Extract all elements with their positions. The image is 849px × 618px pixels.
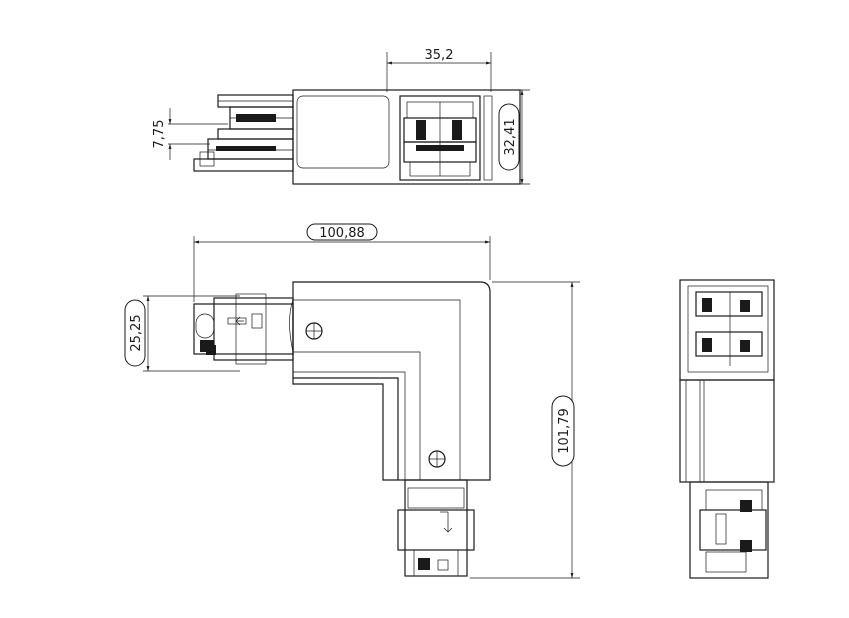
plan-view-body [292, 281, 491, 481]
top-view: 35,2 32,41 7,75 [152, 48, 530, 185]
screw-icon [305, 322, 323, 340]
dimension-plan-depth: 25,25 [124, 295, 240, 372]
dimension-plan-width: 100,88 [193, 223, 491, 302]
side-view [679, 279, 775, 579]
top-view-body [292, 89, 521, 185]
dimension-plan-height-label: 101,79 [557, 408, 572, 454]
top-view-right-block [399, 95, 493, 181]
dimension-top-width: 35,2 [386, 48, 492, 92]
top-view-left-connector [193, 94, 294, 172]
plan-bottom-connector [397, 479, 475, 577]
dimension-top-width-label: 35,2 [425, 48, 454, 63]
dimension-plan-depth-label: 25,25 [129, 314, 144, 351]
dimension-top-height: 32,41 [495, 89, 530, 185]
plan-view: 100,88 25,25 101,79 [124, 223, 580, 579]
dimension-plan-width-label: 100,88 [319, 226, 365, 241]
plan-left-connector [193, 293, 294, 365]
screw-icon [428, 450, 446, 468]
dimension-top-offset-label: 7,75 [152, 120, 167, 149]
dimension-top-offset: 7,75 [152, 108, 228, 160]
dimension-plan-height: 101,79 [470, 281, 580, 579]
dimension-top-height-label: 32,41 [503, 118, 518, 155]
